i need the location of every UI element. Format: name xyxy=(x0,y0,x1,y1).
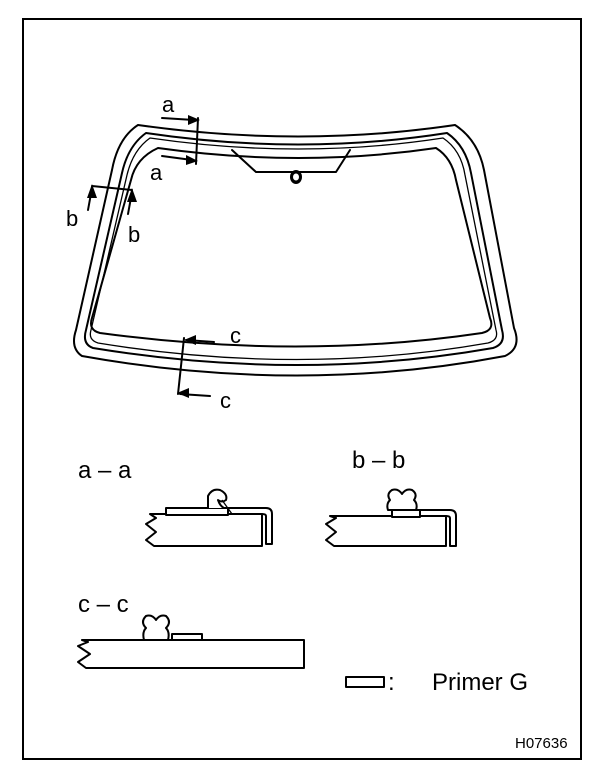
cut-label-c-bottom: c xyxy=(220,388,231,413)
legend xyxy=(345,676,385,688)
cut-label-b-right: b xyxy=(128,222,140,247)
legend-colon: : xyxy=(388,669,395,696)
section-bb-title: b – b xyxy=(352,447,405,474)
section-aa-title: a – a xyxy=(78,457,132,484)
cut-label-a-bottom: a xyxy=(150,160,163,185)
cut-marker-c xyxy=(177,335,215,398)
windshield xyxy=(73,124,518,377)
cut-marker-a xyxy=(161,115,200,165)
mirror-bracket-area xyxy=(231,149,351,173)
legend-label: Primer G xyxy=(432,669,528,696)
cut-marker-b xyxy=(87,184,137,215)
cut-label-b-left: b xyxy=(66,206,78,231)
section-bb xyxy=(325,488,457,547)
windshield-outer-edge xyxy=(73,124,518,377)
windshield-molding xyxy=(83,132,504,366)
figure-code: H07636 xyxy=(515,735,568,752)
figure-frame xyxy=(22,18,582,760)
section-aa xyxy=(145,488,273,547)
cut-label-c-top: c xyxy=(230,323,241,348)
section-cc-title: c – c xyxy=(78,591,129,618)
section-cc xyxy=(77,614,305,669)
cut-label-a-top: a xyxy=(162,92,175,117)
windshield-molding-inner xyxy=(89,137,498,361)
windshield-visible-area xyxy=(90,147,493,348)
legend-primer-swatch xyxy=(345,676,385,688)
